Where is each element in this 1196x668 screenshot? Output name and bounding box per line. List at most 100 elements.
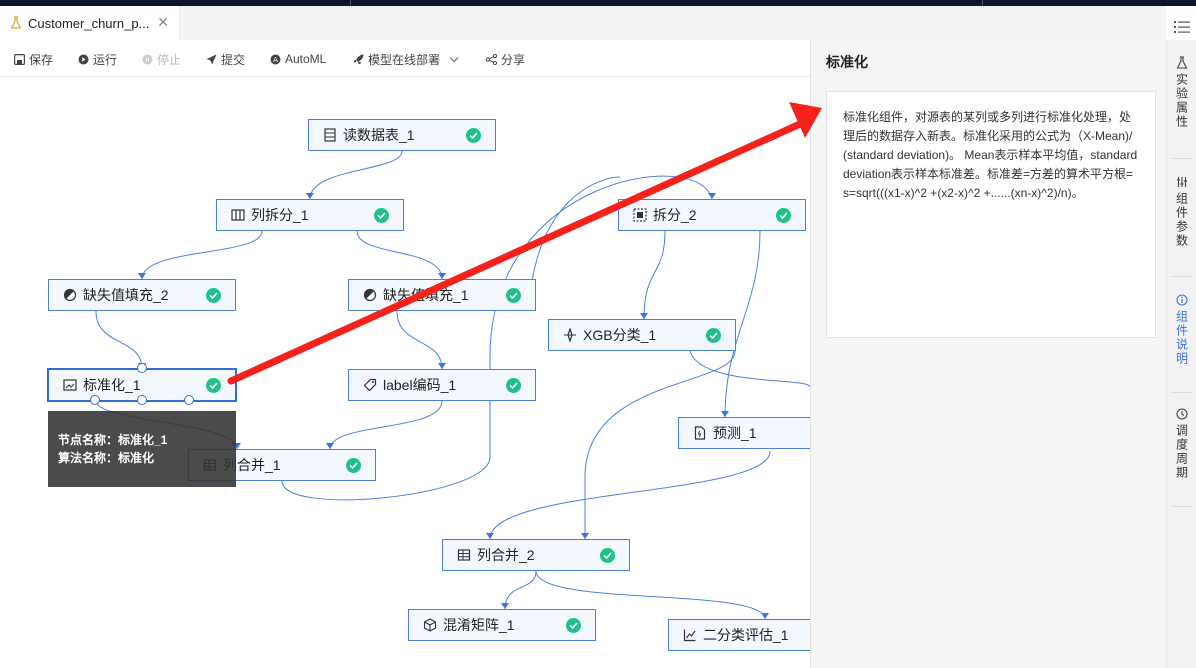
edge-colsplit-to-fill1 (356, 230, 443, 280)
node-confusion-matrix[interactable]: 混淆矩阵_1 (408, 609, 596, 641)
stop-icon (142, 54, 153, 64)
stop-label: 停止 (157, 52, 182, 67)
divider (1171, 276, 1193, 277)
strip-tick (982, 0, 983, 6)
node-predict[interactable]: 预测_1 (678, 417, 810, 449)
stop-button[interactable]: 停止 (142, 51, 181, 67)
output-port[interactable] (137, 395, 147, 405)
edge-label-to-merge1 (329, 400, 443, 450)
node-label-encode[interactable]: label编码_1 (348, 369, 536, 401)
chevron-down-icon (449, 56, 459, 62)
sliders-icon (1177, 177, 1187, 187)
run-button[interactable]: 运行 (78, 51, 117, 67)
success-check-icon (206, 288, 221, 303)
columns-icon (231, 209, 245, 221)
node-label: 列合并_2 (477, 547, 535, 563)
sidenav-item-schedule[interactable]: 调度周期 (1167, 408, 1196, 480)
divider (1171, 392, 1193, 393)
sidenav-item-docs[interactable]: 组件说明 (1167, 294, 1196, 366)
sidenav-label: 组件参数 (1174, 192, 1189, 248)
input-port[interactable] (137, 363, 147, 373)
submit-button[interactable]: 提交 (206, 51, 245, 67)
success-check-icon (466, 128, 481, 143)
sidenav-item-params[interactable]: 组件参数 (1167, 176, 1196, 248)
node-label: 拆分_2 (653, 207, 697, 223)
success-check-icon (706, 328, 721, 343)
node-label: 缺失值填充_1 (383, 287, 469, 303)
play-icon (78, 54, 89, 64)
tooltip-node-name: 节点名称：标准化_1 (58, 433, 168, 447)
table-icon (324, 128, 336, 142)
edge-merge2-to-eval (535, 570, 766, 620)
share-icon (486, 53, 497, 65)
node-xgb[interactable]: XGB分类_1 (548, 319, 736, 351)
close-icon[interactable]: ✕ (157, 14, 169, 30)
output-port[interactable] (90, 395, 100, 405)
tag-icon (363, 378, 377, 392)
strip-tick (350, 0, 351, 6)
save-icon (14, 53, 25, 65)
node-missing-fill-2[interactable]: 缺失值填充_2 (48, 279, 236, 311)
sidenav-item-experiment[interactable]: 实验属性 (1167, 56, 1196, 129)
svg-text:A: A (273, 56, 278, 64)
tab-customer-churn[interactable]: Customer_churn_p... ✕ (0, 6, 180, 40)
sidenav-label: 组件说明 (1174, 310, 1189, 366)
divider (1171, 158, 1193, 159)
success-check-icon (600, 548, 615, 563)
clock-icon (1176, 408, 1188, 420)
success-check-icon (206, 378, 221, 393)
node-tooltip: 节点名称：标准化_1 算法名称：标准化 (48, 411, 236, 487)
sidenav-label: 调度周期 (1174, 424, 1189, 480)
rocket-icon (353, 54, 364, 64)
success-check-icon (346, 458, 361, 473)
cube-icon (423, 618, 437, 632)
deploy-label: 模型在线部署 (368, 52, 441, 67)
deploy-dropdown[interactable]: 模型在线部署 (353, 51, 463, 67)
compass-icon (564, 328, 576, 342)
automl-label: AutoML (285, 52, 327, 66)
node-missing-fill-1[interactable]: 缺失值填充_1 (348, 279, 536, 311)
list-icon[interactable] (1174, 20, 1190, 34)
output-port[interactable] (184, 395, 194, 405)
edge-predict-to-merge2 (489, 450, 771, 540)
edge-xgb-to-right (689, 350, 810, 388)
panel-description: 标准化组件，对源表的某列或多列进行标准化处理，处理后的数据存入新表。标准化采用的… (826, 91, 1156, 338)
flask-icon (1176, 56, 1188, 69)
component-doc-panel: 标准化 标准化组件，对源表的某列或多列进行标准化处理，处理后的数据存入新表。标准… (810, 40, 1166, 668)
grid-icon (457, 549, 471, 561)
automl-button[interactable]: A AutoML (270, 51, 326, 67)
share-label: 分享 (501, 52, 526, 67)
workflow-canvas[interactable]: 读数据表_1 列拆分_1 拆分_2 缺失值填充_2 缺失值填充_1 XGB分类_… (0, 77, 810, 668)
half-circle-icon (63, 288, 77, 302)
document-icon (694, 426, 706, 440)
node-col-split[interactable]: 列拆分_1 (216, 199, 404, 231)
node-col-merge-2[interactable]: 列合并_2 (442, 539, 630, 571)
node-label: 预测_1 (713, 425, 757, 441)
edge-fill1-to-label (396, 310, 443, 370)
success-check-icon (776, 208, 791, 223)
node-split[interactable]: 拆分_2 (618, 199, 806, 231)
run-label: 运行 (93, 52, 118, 67)
save-button[interactable]: 保存 (14, 51, 53, 67)
success-check-icon (374, 208, 389, 223)
node-label: 缺失值填充_2 (83, 287, 169, 303)
send-icon (206, 54, 217, 64)
node-label: 列合并_1 (223, 457, 281, 473)
line-chart-icon (683, 629, 696, 642)
node-label: 读数据表_1 (343, 127, 415, 143)
node-binary-eval[interactable]: 二分类评估_1 (668, 619, 810, 651)
share-button[interactable]: 分享 (486, 51, 525, 67)
edge-colsplit-to-fill2 (141, 230, 263, 280)
tooltip-algo-name: 算法名称：标准化 (58, 451, 155, 465)
automl-icon: A (270, 54, 281, 64)
half-circle-icon (363, 288, 377, 302)
info-icon (1176, 294, 1188, 306)
node-label: 列拆分_1 (251, 207, 309, 223)
submit-label: 提交 (221, 52, 246, 67)
edge-split-to-xgb (643, 230, 666, 320)
node-read-table[interactable]: 读数据表_1 (308, 119, 496, 151)
side-nav: 实验属性 组件参数 组件说明 调度周期 (1166, 40, 1196, 668)
success-check-icon (566, 618, 581, 633)
node-label: 混淆矩阵_1 (443, 617, 515, 633)
success-check-icon (506, 288, 521, 303)
